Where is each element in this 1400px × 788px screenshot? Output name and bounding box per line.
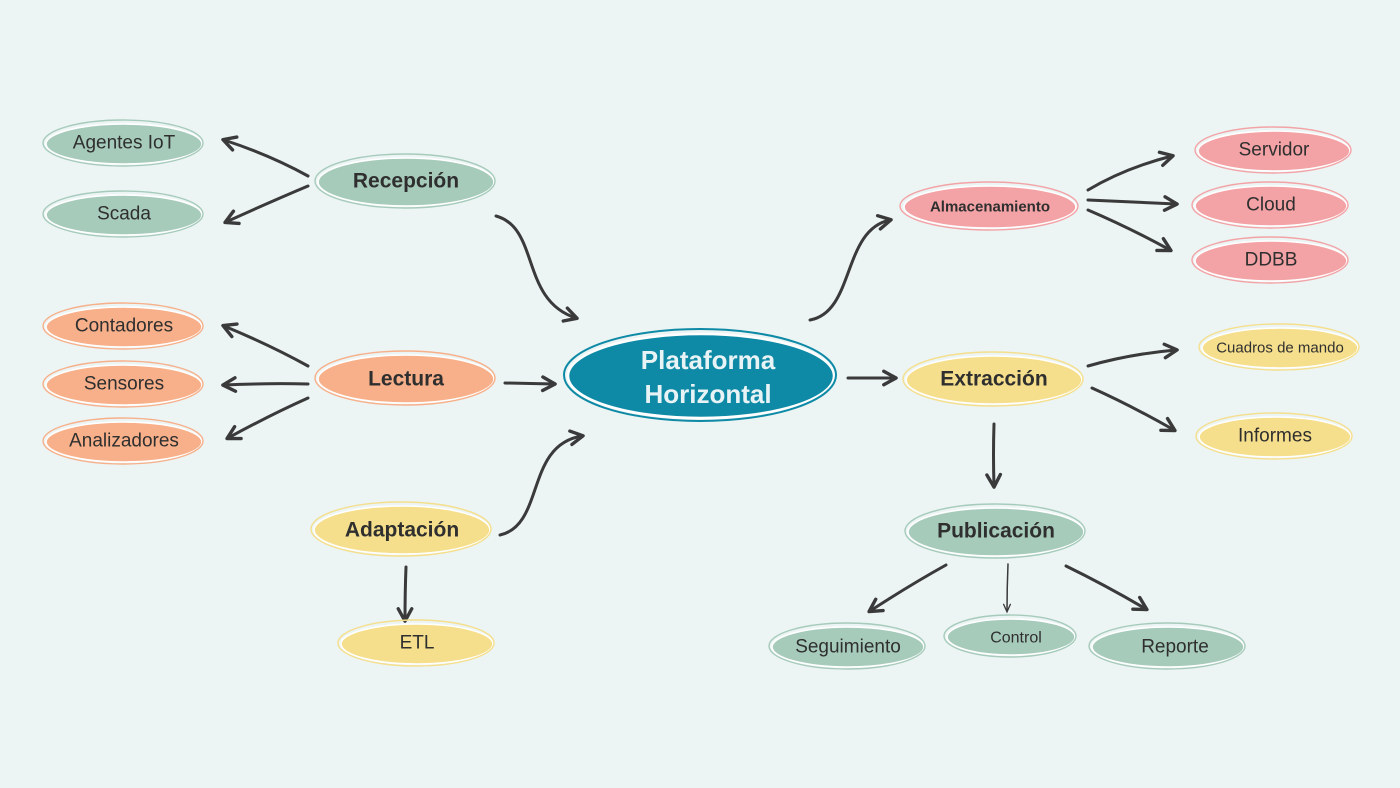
arrow-extraccion-cuadros (1086, 342, 1179, 368)
node-ddbb: DDBB (1191, 236, 1349, 284)
node-label: Servidor (1239, 140, 1310, 161)
node-analizadores: Analizadores (42, 417, 204, 465)
node-label: Agentes IoT (73, 133, 176, 154)
node-label: Analizadores (69, 431, 179, 452)
node-cloud: Cloud (1191, 181, 1349, 229)
node-lectura: Lectura (314, 350, 496, 406)
node-extraccion: Extracción (902, 351, 1084, 407)
node-recepcion: Recepción (314, 153, 496, 209)
arrow-recepcion-scada (223, 184, 310, 226)
node-label: Contadores (75, 316, 173, 337)
arrow-publicacion-seguimiento (867, 563, 948, 614)
arrow-center-almacenamiento (808, 214, 893, 322)
node-label: Cuadros de mando (1216, 340, 1344, 357)
node-plataforma-horizontal: Plataforma Horizontal (563, 328, 837, 422)
connectors (221, 135, 1179, 623)
arrow-almacenamiento-servidor (1086, 150, 1175, 192)
node-servidor: Servidor (1194, 126, 1352, 174)
arrow-lectura-analizadores (225, 396, 310, 441)
node-label: Reporte (1141, 637, 1209, 658)
node-label: ETL (400, 633, 435, 654)
node-publicacion: Publicación (904, 503, 1086, 559)
arrow-extraccion-publicacion (985, 422, 1003, 489)
node-label: Seguimiento (795, 637, 901, 658)
arrow-almacenamiento-cloud (1086, 195, 1179, 212)
node-label: Almacenamiento (930, 199, 1050, 216)
node-contadores: Contadores (42, 302, 204, 350)
arrow-adaptacion-center (498, 429, 585, 537)
node-label: Publicación (937, 520, 1055, 543)
node-cuadros-de-mando: Cuadros de mando (1198, 323, 1360, 371)
arrow-extraccion-informes (1090, 386, 1177, 433)
center-line-1: Plataforma (641, 345, 776, 375)
node-label: Control (990, 630, 1042, 647)
arrow-publicacion-control (1003, 563, 1012, 614)
node-seguimiento: Seguimiento (768, 622, 926, 670)
arrow-almacenamiento-ddbb (1086, 208, 1173, 253)
node-label: Adaptación (345, 519, 459, 542)
node-label: Lectura (368, 368, 444, 391)
node-label: Informes (1238, 426, 1312, 447)
node-label: Recepción (353, 170, 459, 193)
node-label: Sensores (84, 374, 164, 395)
arrow-lectura-sensores (221, 376, 310, 393)
node-label: Cloud (1246, 195, 1296, 216)
node-informes: Informes (1195, 412, 1353, 460)
node-almacenamiento: Almacenamiento (899, 181, 1079, 231)
node-reporte: Reporte (1088, 622, 1246, 670)
node-sensores: Sensores (42, 360, 204, 408)
arrow-lectura-center (503, 375, 557, 393)
node-control: Control (943, 614, 1077, 658)
node-scada: Scada (42, 190, 204, 238)
node-adaptacion: Adaptación (310, 501, 492, 557)
node-etl: ETL (337, 619, 495, 667)
center-line-2: Horizontal (644, 379, 771, 409)
node-label: Scada (97, 204, 151, 225)
arrow-lectura-contadores (221, 322, 310, 368)
node-label: Extracción (940, 368, 1047, 391)
arrow-recepcion-agentes (221, 135, 310, 178)
node-agentes-iot: Agentes IoT (42, 119, 204, 167)
arrow-publicacion-reporte (1064, 564, 1149, 612)
arrow-adaptacion-etl (396, 565, 414, 623)
arrow-recepcion-center (494, 214, 579, 323)
node-label: DDBB (1245, 250, 1298, 271)
